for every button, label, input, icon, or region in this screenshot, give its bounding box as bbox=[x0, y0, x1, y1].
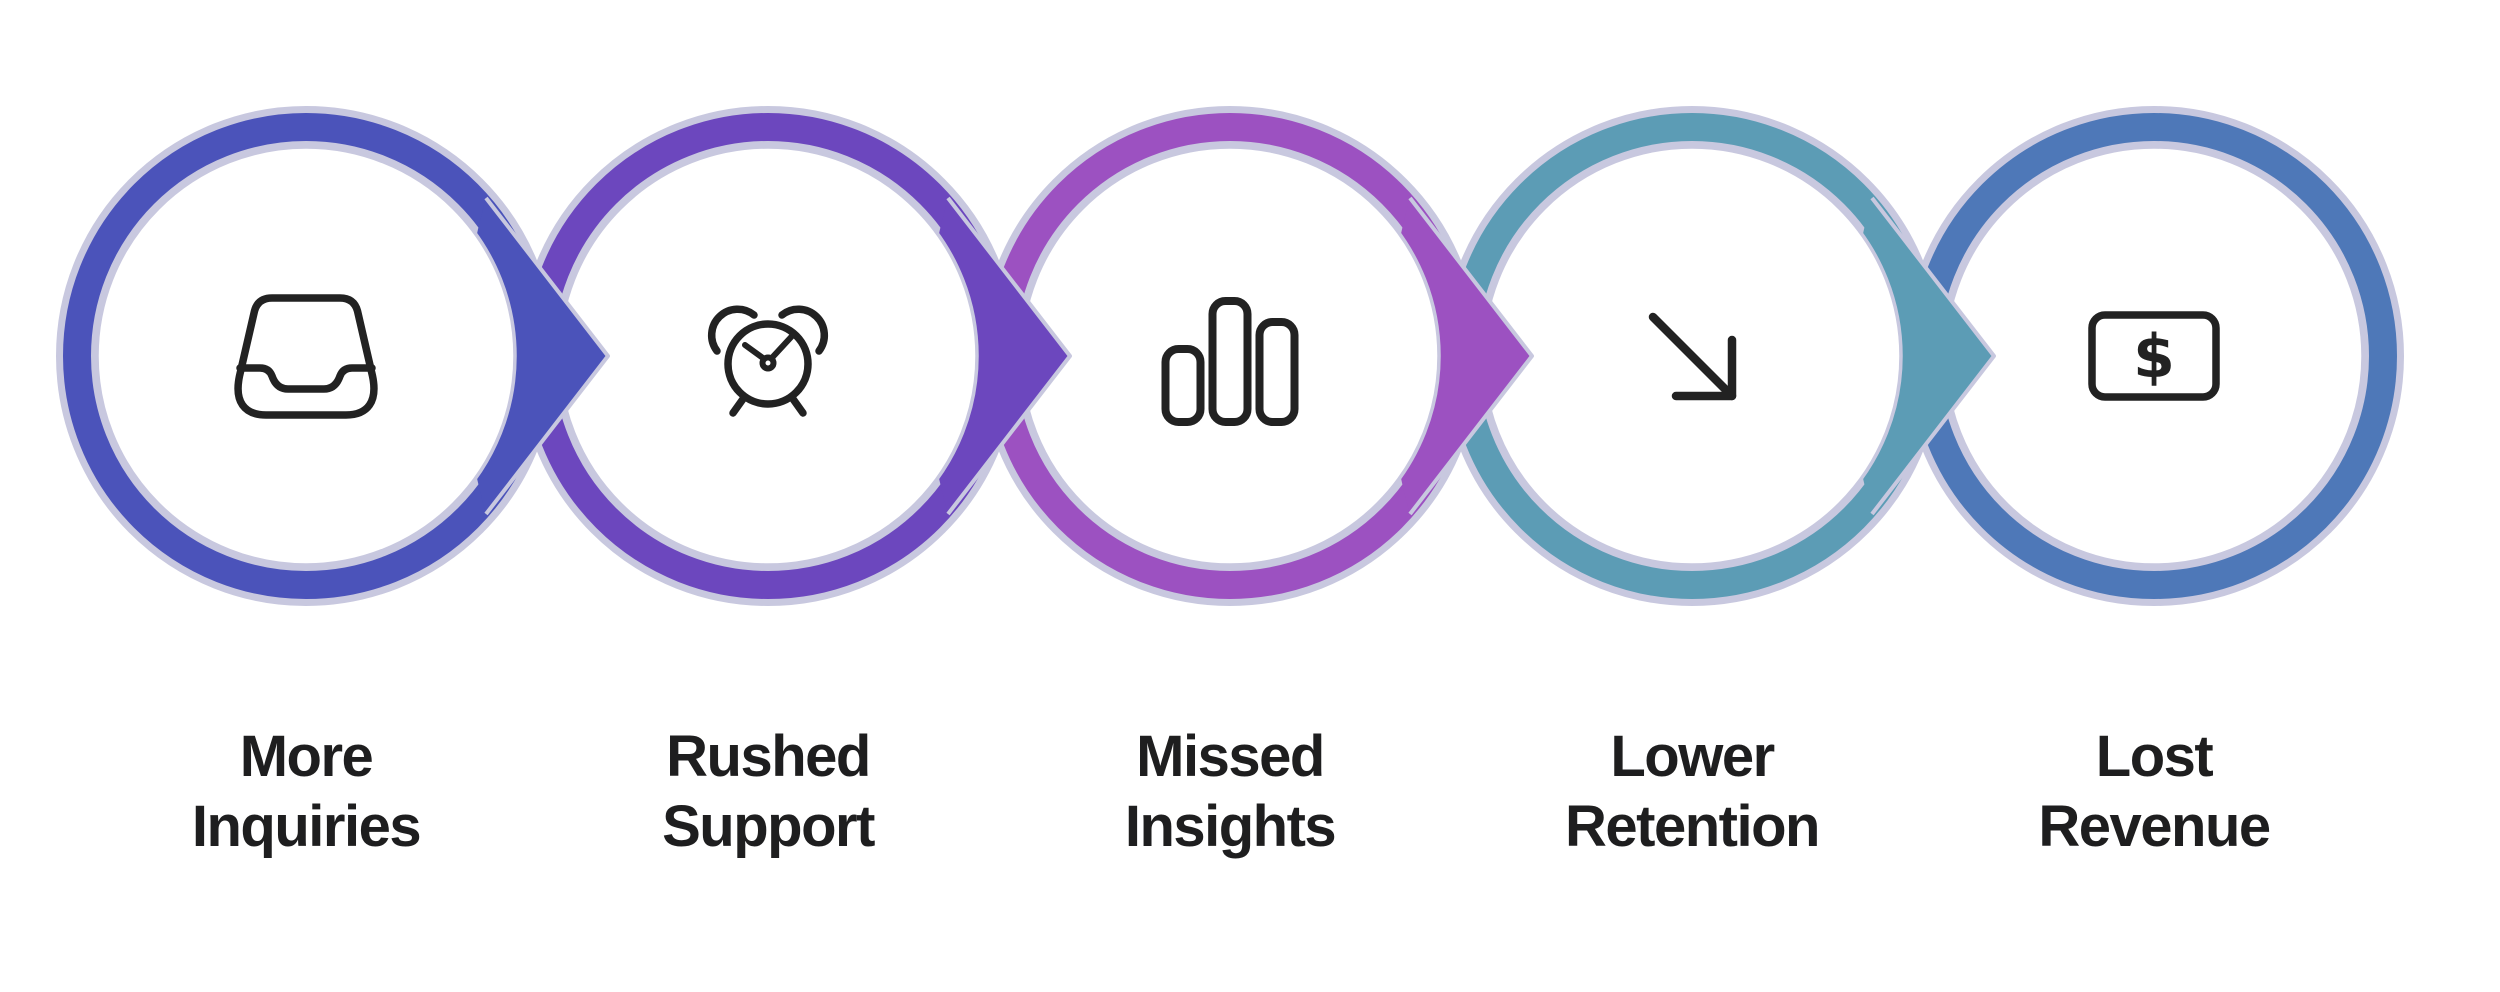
step-3-bar-chart: Missed Insights bbox=[980, 106, 1540, 896]
ring-inner-outline bbox=[95, 145, 517, 567]
step-label: Lost Revenue bbox=[1923, 722, 2385, 862]
step-label-line2: Revenue bbox=[2038, 794, 2271, 859]
step-label: Missed Insights bbox=[999, 722, 1461, 862]
step-graphic bbox=[56, 106, 610, 606]
alarm-clock-icon bbox=[707, 305, 829, 417]
step-label-line2: Inquiries bbox=[191, 794, 422, 859]
step-label-line1: Rushed bbox=[666, 724, 871, 789]
circle-interior bbox=[1944, 146, 2364, 566]
step-label-line1: Lost bbox=[2095, 724, 2214, 789]
step-label-line2: Support bbox=[662, 794, 875, 859]
arrow-down-right-icon bbox=[1648, 312, 1737, 401]
step-label: Rushed Support bbox=[537, 722, 999, 862]
bar-chart-icon bbox=[1161, 297, 1299, 426]
inbox-icon bbox=[234, 294, 378, 419]
dollar-sign: $ bbox=[2133, 322, 2175, 392]
circle-interior bbox=[1020, 146, 1440, 566]
step-label-line1: More bbox=[239, 724, 374, 789]
step-graphic bbox=[1442, 106, 1996, 606]
step-label-line1: Missed bbox=[1136, 724, 1325, 789]
step-label: Lower Retention bbox=[1461, 722, 1923, 862]
step-label-line2: Insights bbox=[1124, 794, 1337, 859]
step-label: More Inquiries bbox=[75, 722, 537, 862]
circle-interior bbox=[96, 146, 516, 566]
step-label-line2: Retention bbox=[1565, 794, 1820, 859]
step-1-inbox: More Inquiries bbox=[56, 106, 616, 896]
step-label-line1: Lower bbox=[1610, 724, 1775, 789]
step-4-arrow-down-right: Lower Retention bbox=[1442, 106, 2002, 896]
dollar-banknote-icon: $ bbox=[2088, 311, 2220, 401]
step-graphic bbox=[980, 106, 1534, 606]
